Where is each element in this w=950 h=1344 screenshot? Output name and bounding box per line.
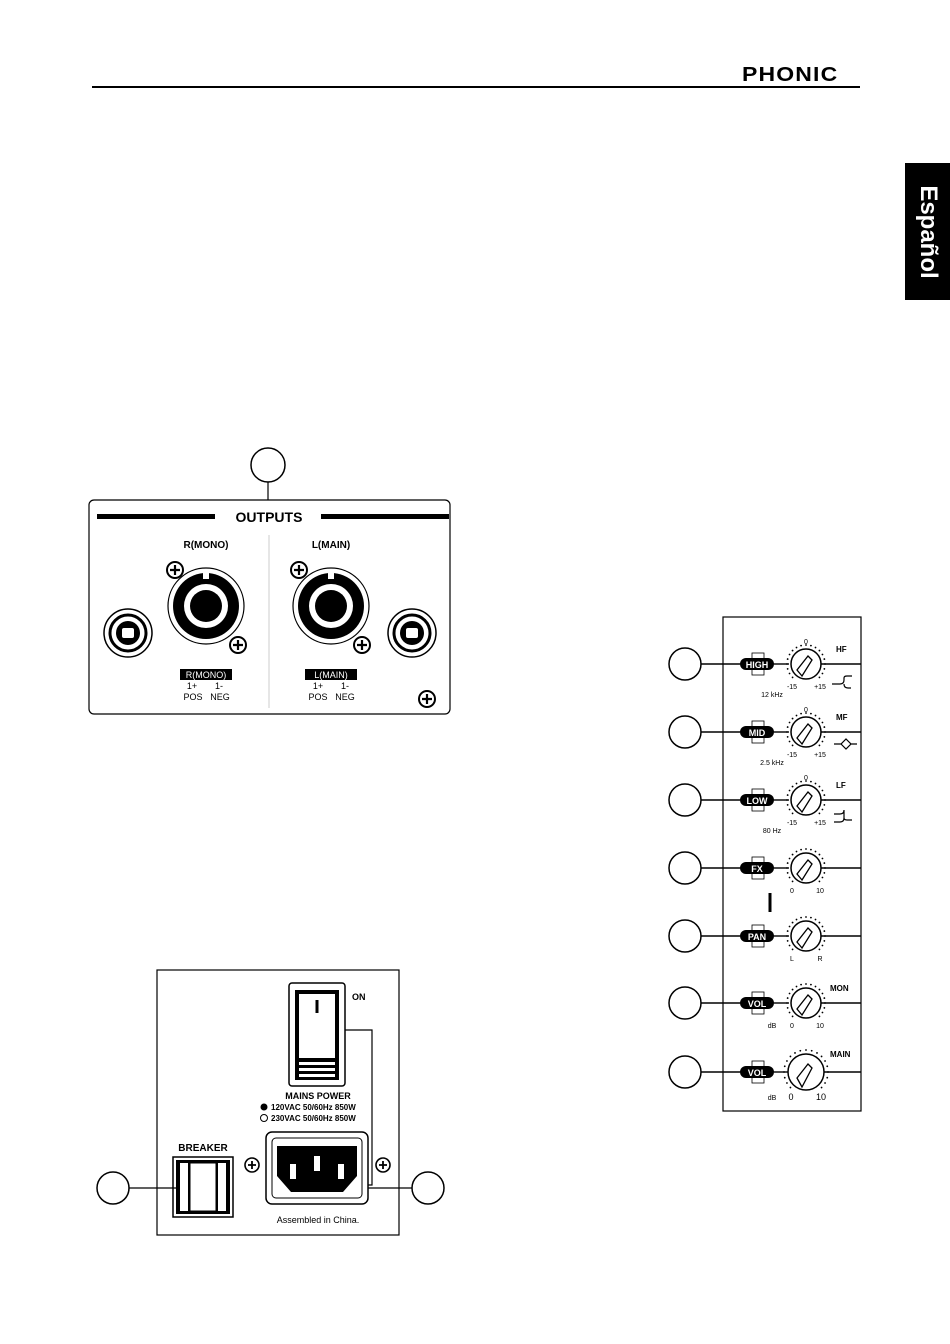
side-label: MF (836, 713, 848, 722)
l-main-tag: L(MAIN) (314, 670, 348, 680)
control-tag-label: VOL (748, 999, 767, 1009)
pin-neg: 1- (341, 681, 349, 691)
unit-label: dB (768, 1095, 777, 1102)
on-label: ON (352, 992, 366, 1002)
scale-min-label: -15 (787, 752, 797, 759)
breaker-switch (173, 1157, 233, 1217)
speakon-l-main (293, 568, 369, 644)
callout-circle (669, 920, 701, 952)
mains-power-label: MAINS POWER (285, 1091, 351, 1101)
screw-icon (167, 562, 183, 578)
header-rule (92, 86, 860, 88)
screw-icon (291, 562, 307, 578)
outputs-title: OUTPUTS (236, 509, 303, 525)
scale-min-label: -15 (787, 820, 797, 827)
scale-min-label: 0 (790, 1023, 794, 1030)
scale-min-label: 0 (790, 888, 794, 895)
screw-icon (376, 1158, 390, 1172)
speakon-r-mono (168, 568, 244, 644)
voltage-120-dot (261, 1104, 268, 1111)
voltage-230-label: 230VAC 50/60Hz 850W (271, 1114, 356, 1123)
side-label: MAIN (830, 1050, 851, 1059)
right-jack (388, 609, 436, 657)
frequency-label: 80 Hz (763, 828, 782, 835)
knob-icon (791, 988, 821, 1018)
knob-icon (791, 785, 821, 815)
control-tag-label: MID (749, 728, 766, 738)
pin-neg: 1- (215, 681, 223, 691)
scale-max-label: +15 (814, 820, 826, 827)
pos-label: POS (308, 692, 327, 702)
r-mono-tag: R(MONO) (186, 670, 227, 680)
outputs-callout (251, 448, 285, 482)
scale-max-label: 10 (816, 1023, 824, 1030)
left-jack (104, 609, 152, 657)
r-mono-label: R(MONO) (184, 540, 229, 551)
knob-icon (788, 1054, 824, 1090)
side-label: MON (830, 984, 849, 993)
neg-label: NEG (335, 692, 355, 702)
control-tag-label: LOW (747, 796, 768, 806)
breaker-label: BREAKER (178, 1143, 228, 1154)
voltage-120-label: 120VAC 50/60Hz 850W (271, 1103, 356, 1112)
scale-center-label: 0 (804, 775, 808, 782)
screw-icon (419, 691, 435, 707)
frequency-label: 2.5 kHz (760, 760, 784, 767)
scale-min-label: 0 (788, 1092, 793, 1102)
voltage-230-dot (261, 1115, 268, 1122)
outputs-panel-diagram: OUTPUTS R(MONO) L(MAIN) (80, 445, 460, 725)
mains-power-switch (289, 983, 345, 1086)
control-tag-label: FX (751, 864, 763, 874)
scale-center-label: 0 (804, 707, 808, 714)
power-panel-diagram: ON MAINS POWER 120VAC 50/60Hz 850W 230VA… (90, 965, 460, 1245)
scale-max-label: 10 (816, 1092, 826, 1102)
control-tag-label: PAN (748, 932, 766, 942)
callout-circle (669, 852, 701, 884)
control-tag-label: VOL (748, 1068, 767, 1078)
scale-min-label: -15 (787, 684, 797, 691)
knob-icon (791, 921, 821, 951)
knob-icon (791, 853, 821, 883)
scale-max-label: +15 (814, 752, 826, 759)
callout-circle (669, 987, 701, 1019)
unit-label: dB (768, 1023, 777, 1030)
knob-icon (791, 717, 821, 747)
pos-label: POS (183, 692, 202, 702)
scale-center-label: 0 (804, 639, 808, 646)
breaker-callout (97, 1172, 129, 1204)
language-tab: Español (905, 163, 950, 300)
scale-max-label: R (817, 956, 822, 963)
neg-label: NEG (210, 692, 230, 702)
knob-icon (791, 649, 821, 679)
callout-circle (669, 648, 701, 680)
l-main-label: L(MAIN) (312, 540, 350, 551)
assembled-label: Assembled in China. (277, 1215, 360, 1225)
control-tag-label: HIGH (746, 660, 769, 670)
screw-icon (230, 637, 246, 653)
callout-circle (669, 716, 701, 748)
brand-logo: PHONIC (742, 64, 838, 87)
side-label: LF (836, 781, 846, 790)
scale-max-label: +15 (814, 684, 826, 691)
side-label: HF (836, 645, 847, 654)
pin-pos: 1+ (187, 681, 197, 691)
scale-min-label: L (790, 956, 794, 963)
callout-circle (669, 1056, 701, 1088)
iec-power-socket (266, 1132, 368, 1204)
screw-icon (245, 1158, 259, 1172)
callout-circle (669, 784, 701, 816)
language-tab-label: Español (914, 185, 942, 278)
socket-callout (412, 1172, 444, 1204)
pin-pos: 1+ (313, 681, 323, 691)
scale-max-label: 10 (816, 888, 824, 895)
frequency-label: 12 kHz (761, 692, 783, 699)
screw-icon (354, 637, 370, 653)
